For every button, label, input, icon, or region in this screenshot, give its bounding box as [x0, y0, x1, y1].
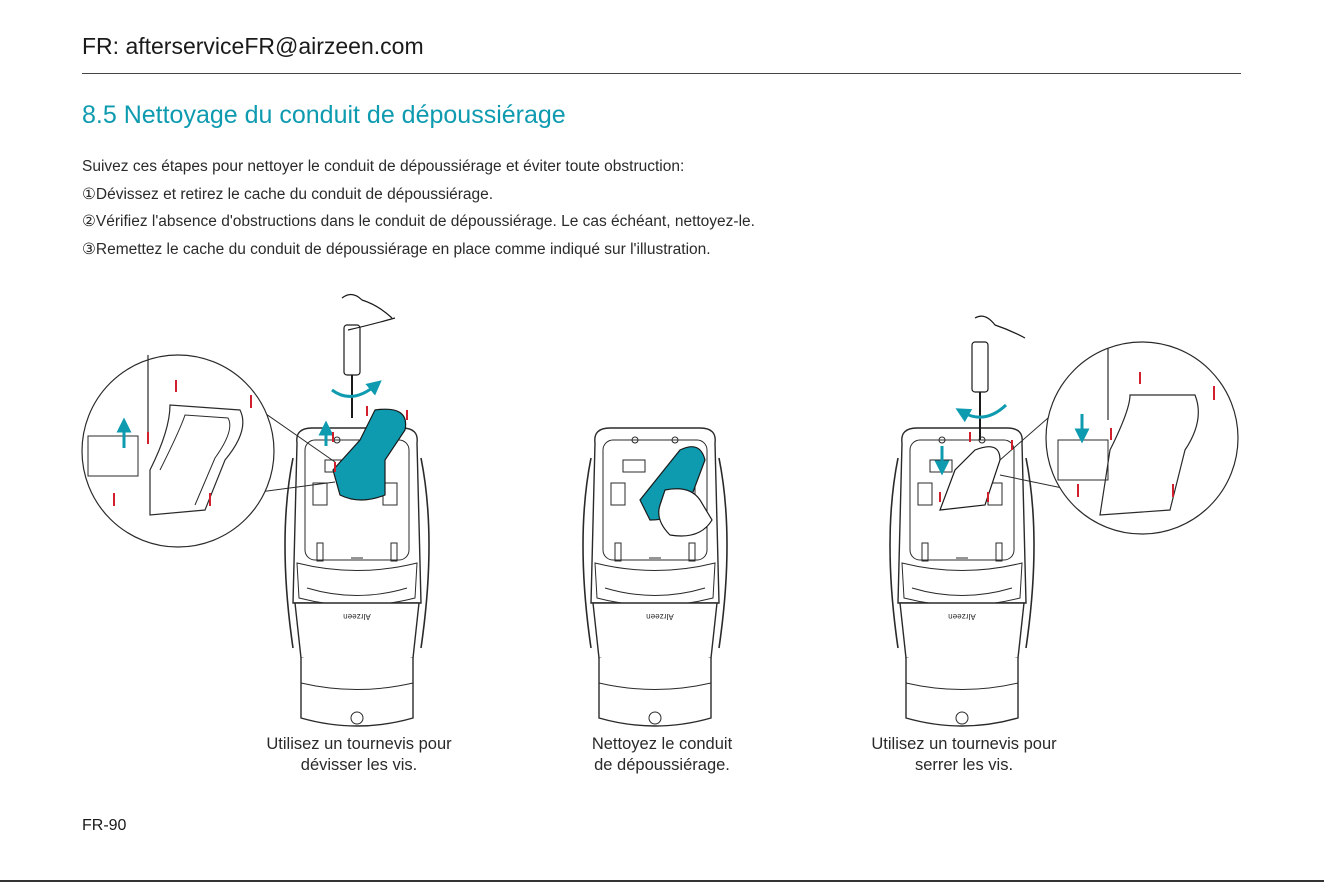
intro-text: Suivez ces étapes pour nettoyer le condu… — [82, 153, 755, 263]
hand-cloth-icon — [658, 488, 713, 537]
brand-logo: AIrzeen — [646, 612, 674, 621]
screw-icons — [939, 372, 1215, 502]
screwdriver-icon — [343, 324, 361, 376]
caption-unscrew: Utilisez un tournevis pour dévisser les … — [243, 734, 475, 776]
intro-lead: Suivez ces étapes pour nettoyer le condu… — [82, 158, 685, 175]
duct-cover — [939, 446, 1001, 511]
rotate-arrow-icon — [955, 403, 1008, 423]
step-1: ①Dévissez et retirez le cache du conduit… — [82, 185, 494, 203]
page-number: FR-90 — [82, 817, 127, 834]
header-email: FR: afterserviceFR@airzeen.com — [82, 33, 424, 59]
caption-line: Nettoyez le conduit — [591, 735, 733, 753]
brand-logo: AIrzeen — [948, 612, 976, 621]
brand-logo: AIrzeen — [343, 612, 371, 621]
bottom-divider — [0, 880, 1324, 882]
section-title: 8.5 Nettoyage du conduit de dépoussiérag… — [82, 101, 566, 129]
hand-icon — [341, 293, 396, 331]
caption-clean: Nettoyez le conduit de dépoussiérage. — [560, 734, 764, 776]
step-3: ③Remettez le cache du conduit de dépouss… — [82, 240, 711, 258]
caption-line: de dépoussiérage. — [594, 756, 730, 774]
caption-line: Utilisez un tournevis pour — [871, 735, 1057, 753]
caption-line: dévisser les vis. — [300, 756, 418, 774]
caption-screw: Utilisez un tournevis pour serrer les vi… — [848, 734, 1080, 776]
header-divider — [82, 73, 1241, 74]
screwdriver-icon — [971, 341, 989, 393]
caption-line: serrer les vis. — [914, 756, 1014, 774]
illustration-clean: AIrzeen — [582, 427, 728, 727]
step-2: ②Vérifiez l'absence d'obstructions dans … — [82, 213, 755, 230]
duct-cover — [332, 408, 407, 501]
illustration-screw: AIrzeen — [889, 315, 1239, 727]
hand-icon — [974, 315, 1026, 339]
illustration-unscrew: AIrzeen — [81, 293, 430, 727]
screw-icons — [113, 380, 408, 506]
caption-line: Utilisez un tournevis pour — [266, 735, 452, 753]
rotate-arrow-icon — [331, 380, 382, 398]
